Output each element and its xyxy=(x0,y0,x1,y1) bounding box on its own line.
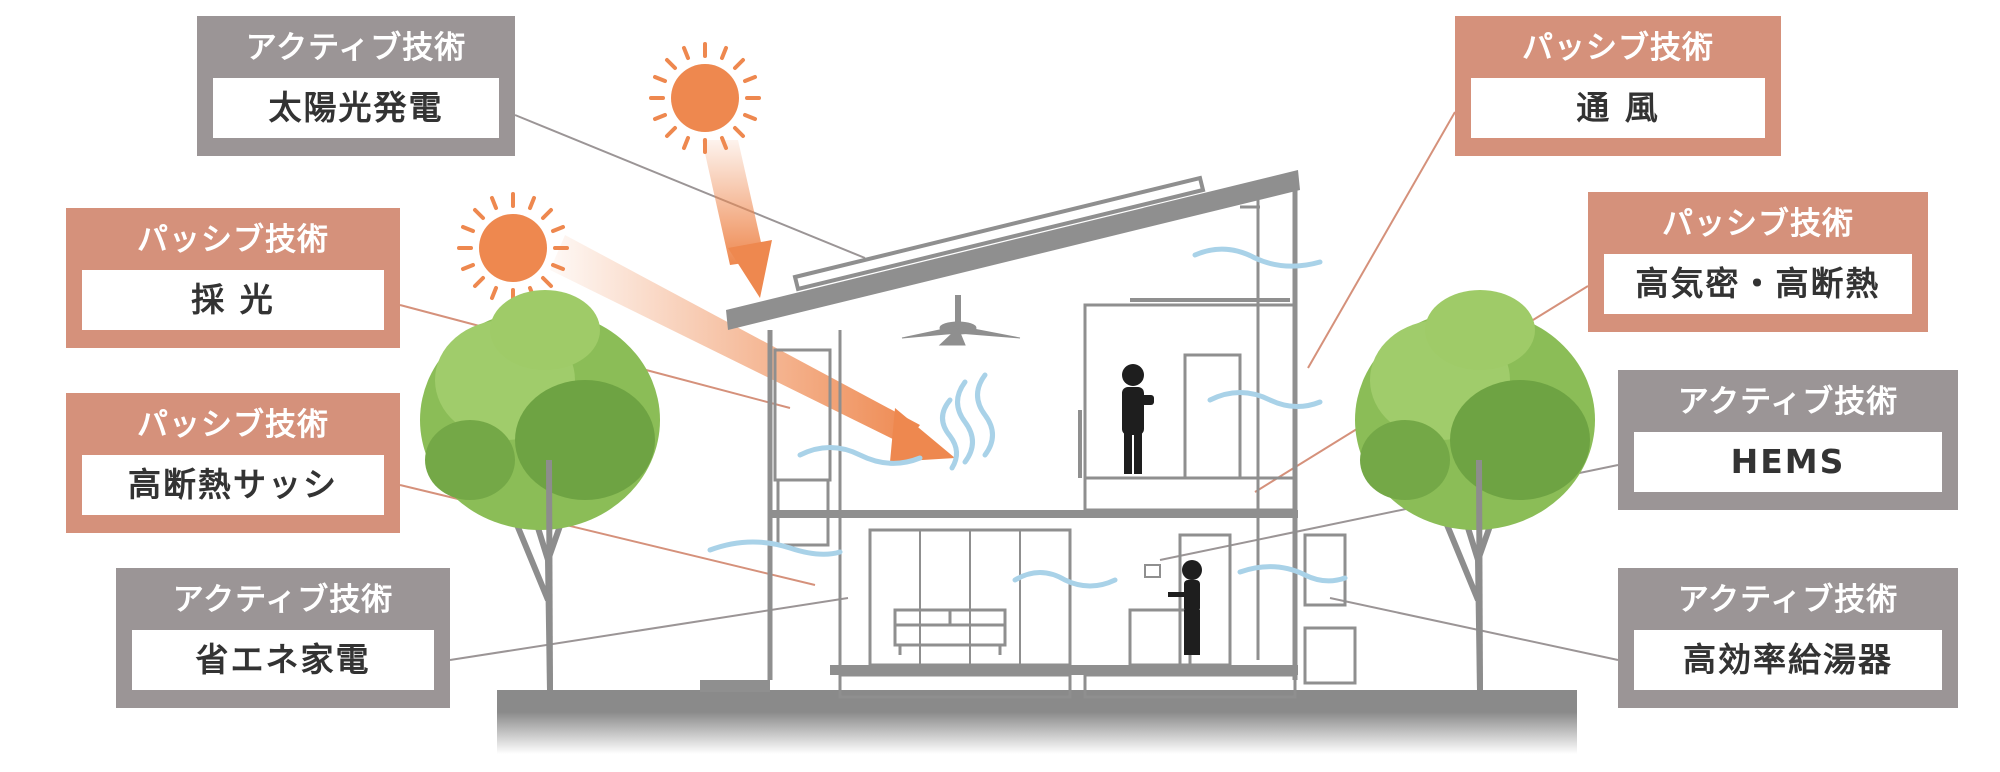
sofa-icon xyxy=(893,608,1007,655)
callout-label: 高気密・高断熱 xyxy=(1604,254,1912,314)
callout-label: 通 風 xyxy=(1471,78,1765,138)
person-icon xyxy=(1168,560,1202,655)
sunbeam-roof-arrowhead xyxy=(728,240,772,298)
ground-top xyxy=(497,690,1577,712)
sunbeam-roof xyxy=(702,140,765,265)
callout-category: パッシブ技術 xyxy=(137,222,329,258)
sunbeam-window-arrowhead xyxy=(890,408,955,462)
callout-label: 採 光 xyxy=(82,270,384,330)
callout-water-heater: アクティブ技術 高効率給湯器 xyxy=(1618,568,1958,708)
wind-icon xyxy=(707,246,1348,589)
callout-label: HEMS xyxy=(1634,432,1942,492)
tree-icon xyxy=(420,290,660,691)
callout-label: 省エネ家電 xyxy=(132,630,434,690)
ceiling-fan-icon xyxy=(901,295,1021,346)
person-icon xyxy=(1122,364,1154,474)
callout-efficient-appliances: アクティブ技術 省エネ家電 xyxy=(116,568,450,708)
ground-shadow xyxy=(497,712,1577,754)
sunbeam-window xyxy=(550,235,920,445)
callout-category: パッシブ技術 xyxy=(1662,206,1854,242)
callout-ventilation: パッシブ技術 通 風 xyxy=(1455,16,1781,156)
callout-label: 高効率給湯器 xyxy=(1634,630,1942,690)
callout-airtight-insulation: パッシブ技術 高気密・高断熱 xyxy=(1588,192,1928,332)
tree-icon xyxy=(1355,290,1595,691)
callout-category: パッシブ技術 xyxy=(137,407,329,443)
solar-panel-icon xyxy=(792,175,1206,292)
roof xyxy=(726,170,1300,330)
callout-hems: アクティブ技術 HEMS xyxy=(1618,370,1958,510)
callout-insulated-sash: パッシブ技術 高断熱サッシ xyxy=(66,393,400,533)
callout-category: アクティブ技術 xyxy=(245,30,467,66)
sun-icon xyxy=(649,42,761,154)
callout-category: アクティブ技術 xyxy=(1677,582,1899,618)
callout-category: アクティブ技術 xyxy=(1677,384,1899,420)
callout-label: 太陽光発電 xyxy=(213,78,499,138)
house-structure xyxy=(700,170,1357,699)
sun-icon xyxy=(457,192,569,304)
callout-solar-power: アクティブ技術 太陽光発電 xyxy=(197,16,515,156)
callout-category: アクティブ技術 xyxy=(172,582,394,618)
callout-label: 高断熱サッシ xyxy=(82,455,384,515)
callout-category: パッシブ技術 xyxy=(1522,30,1714,66)
callout-daylighting: パッシブ技術 採 光 xyxy=(66,208,400,348)
